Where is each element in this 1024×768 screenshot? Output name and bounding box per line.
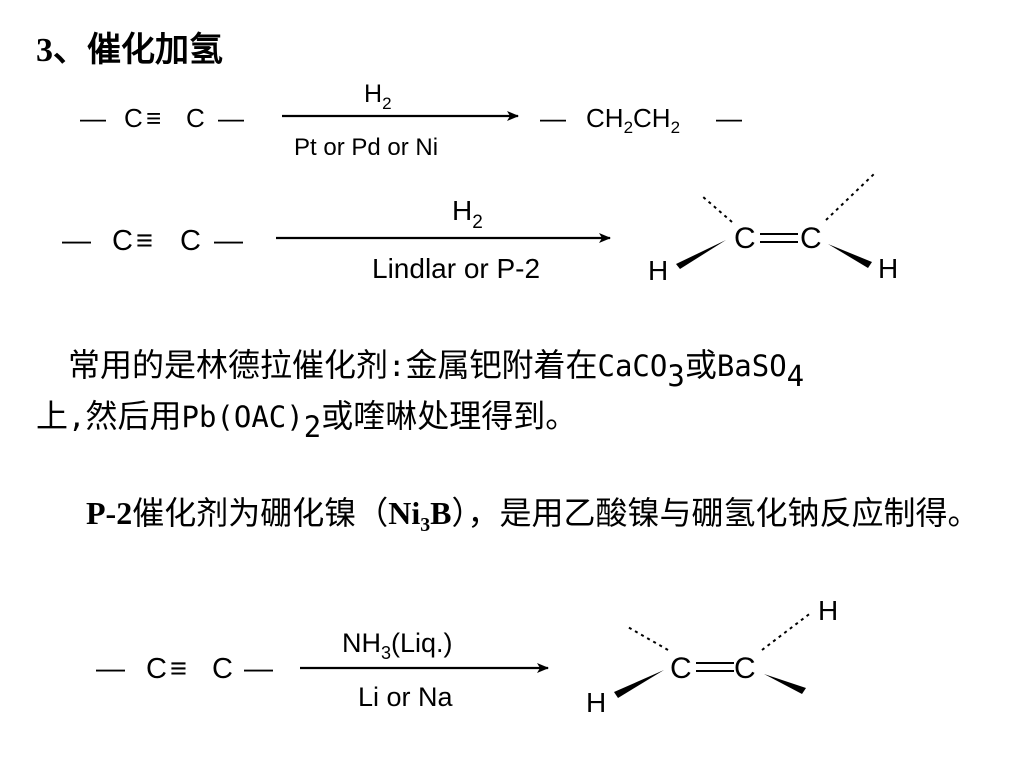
wedge-bond bbox=[828, 244, 872, 268]
carbon-1: C bbox=[146, 653, 167, 685]
hashed-bond bbox=[625, 625, 669, 651]
carbon-2: C bbox=[180, 225, 201, 257]
reactant-1: — C ≡ C — bbox=[80, 103, 244, 133]
hashed-bond bbox=[825, 173, 875, 221]
product-3-trans-alkene: C C H H bbox=[586, 595, 838, 718]
carbon-2: C bbox=[734, 652, 756, 685]
reactant-3: — C ≡ C — bbox=[96, 653, 273, 685]
product-2-cis-alkene: C C H H bbox=[648, 173, 898, 286]
wedge-bond bbox=[676, 240, 726, 269]
methylene-1: CH2CH2 bbox=[586, 103, 680, 137]
bond-left: — bbox=[96, 653, 125, 685]
reaction-1: — C ≡ C — H2 Pt or Pd or Ni — CH2CH2 — bbox=[80, 80, 742, 161]
hashed-bond bbox=[701, 195, 733, 223]
wedge-bond bbox=[764, 674, 806, 694]
carbon-1: C bbox=[112, 225, 133, 257]
hydrogen-left: H bbox=[586, 687, 606, 718]
triple-bond: ≡ bbox=[146, 103, 161, 133]
reagent-below: Li or Na bbox=[358, 682, 454, 712]
bond-right: — bbox=[244, 653, 273, 685]
carbon-1: C bbox=[670, 652, 692, 685]
hydrogen-right: H bbox=[878, 253, 898, 284]
carbon-1: C bbox=[124, 103, 143, 133]
triple-bond: ≡ bbox=[170, 653, 187, 685]
reagent-below: Lindlar or P-2 bbox=[372, 253, 540, 284]
section-title: 3、催化加氢 bbox=[36, 32, 223, 69]
hydrogen-right: H bbox=[818, 595, 838, 626]
reaction-3: — C ≡ C — NH3(Liq.) Li or Na C C H H bbox=[96, 595, 838, 718]
p2-catalyst-description: P-2催化剂为硼化镍（Ni3B），是用乙酸镍与硼氢化钠反应制得。 bbox=[86, 495, 980, 536]
bond-left: — bbox=[540, 103, 566, 133]
hydrogen-left: H bbox=[648, 255, 668, 286]
reagent-above: NH3(Liq.) bbox=[342, 628, 453, 663]
wedge-bond bbox=[614, 670, 664, 698]
bond-left: — bbox=[62, 225, 91, 257]
carbon-2: C bbox=[212, 653, 233, 685]
reactant-2: — C ≡ C — bbox=[62, 225, 243, 257]
carbon-2: C bbox=[800, 222, 822, 255]
hashed-bond bbox=[761, 611, 813, 651]
reaction-2: — C ≡ C — H2 Lindlar or P-2 C C H H bbox=[62, 173, 898, 286]
bond-left: — bbox=[80, 103, 106, 133]
reagent-above: H2 bbox=[364, 80, 392, 113]
product-1: — CH2CH2 — bbox=[540, 103, 742, 137]
reagent-below: Pt or Pd or Ni bbox=[294, 134, 438, 161]
reagent-above: H2 bbox=[452, 195, 483, 233]
carbon-1: C bbox=[734, 222, 756, 255]
triple-bond: ≡ bbox=[136, 225, 153, 257]
bond-right: — bbox=[218, 103, 244, 133]
carbon-2: C bbox=[186, 103, 205, 133]
bond-right: — bbox=[214, 225, 243, 257]
bond-right: — bbox=[716, 103, 742, 133]
